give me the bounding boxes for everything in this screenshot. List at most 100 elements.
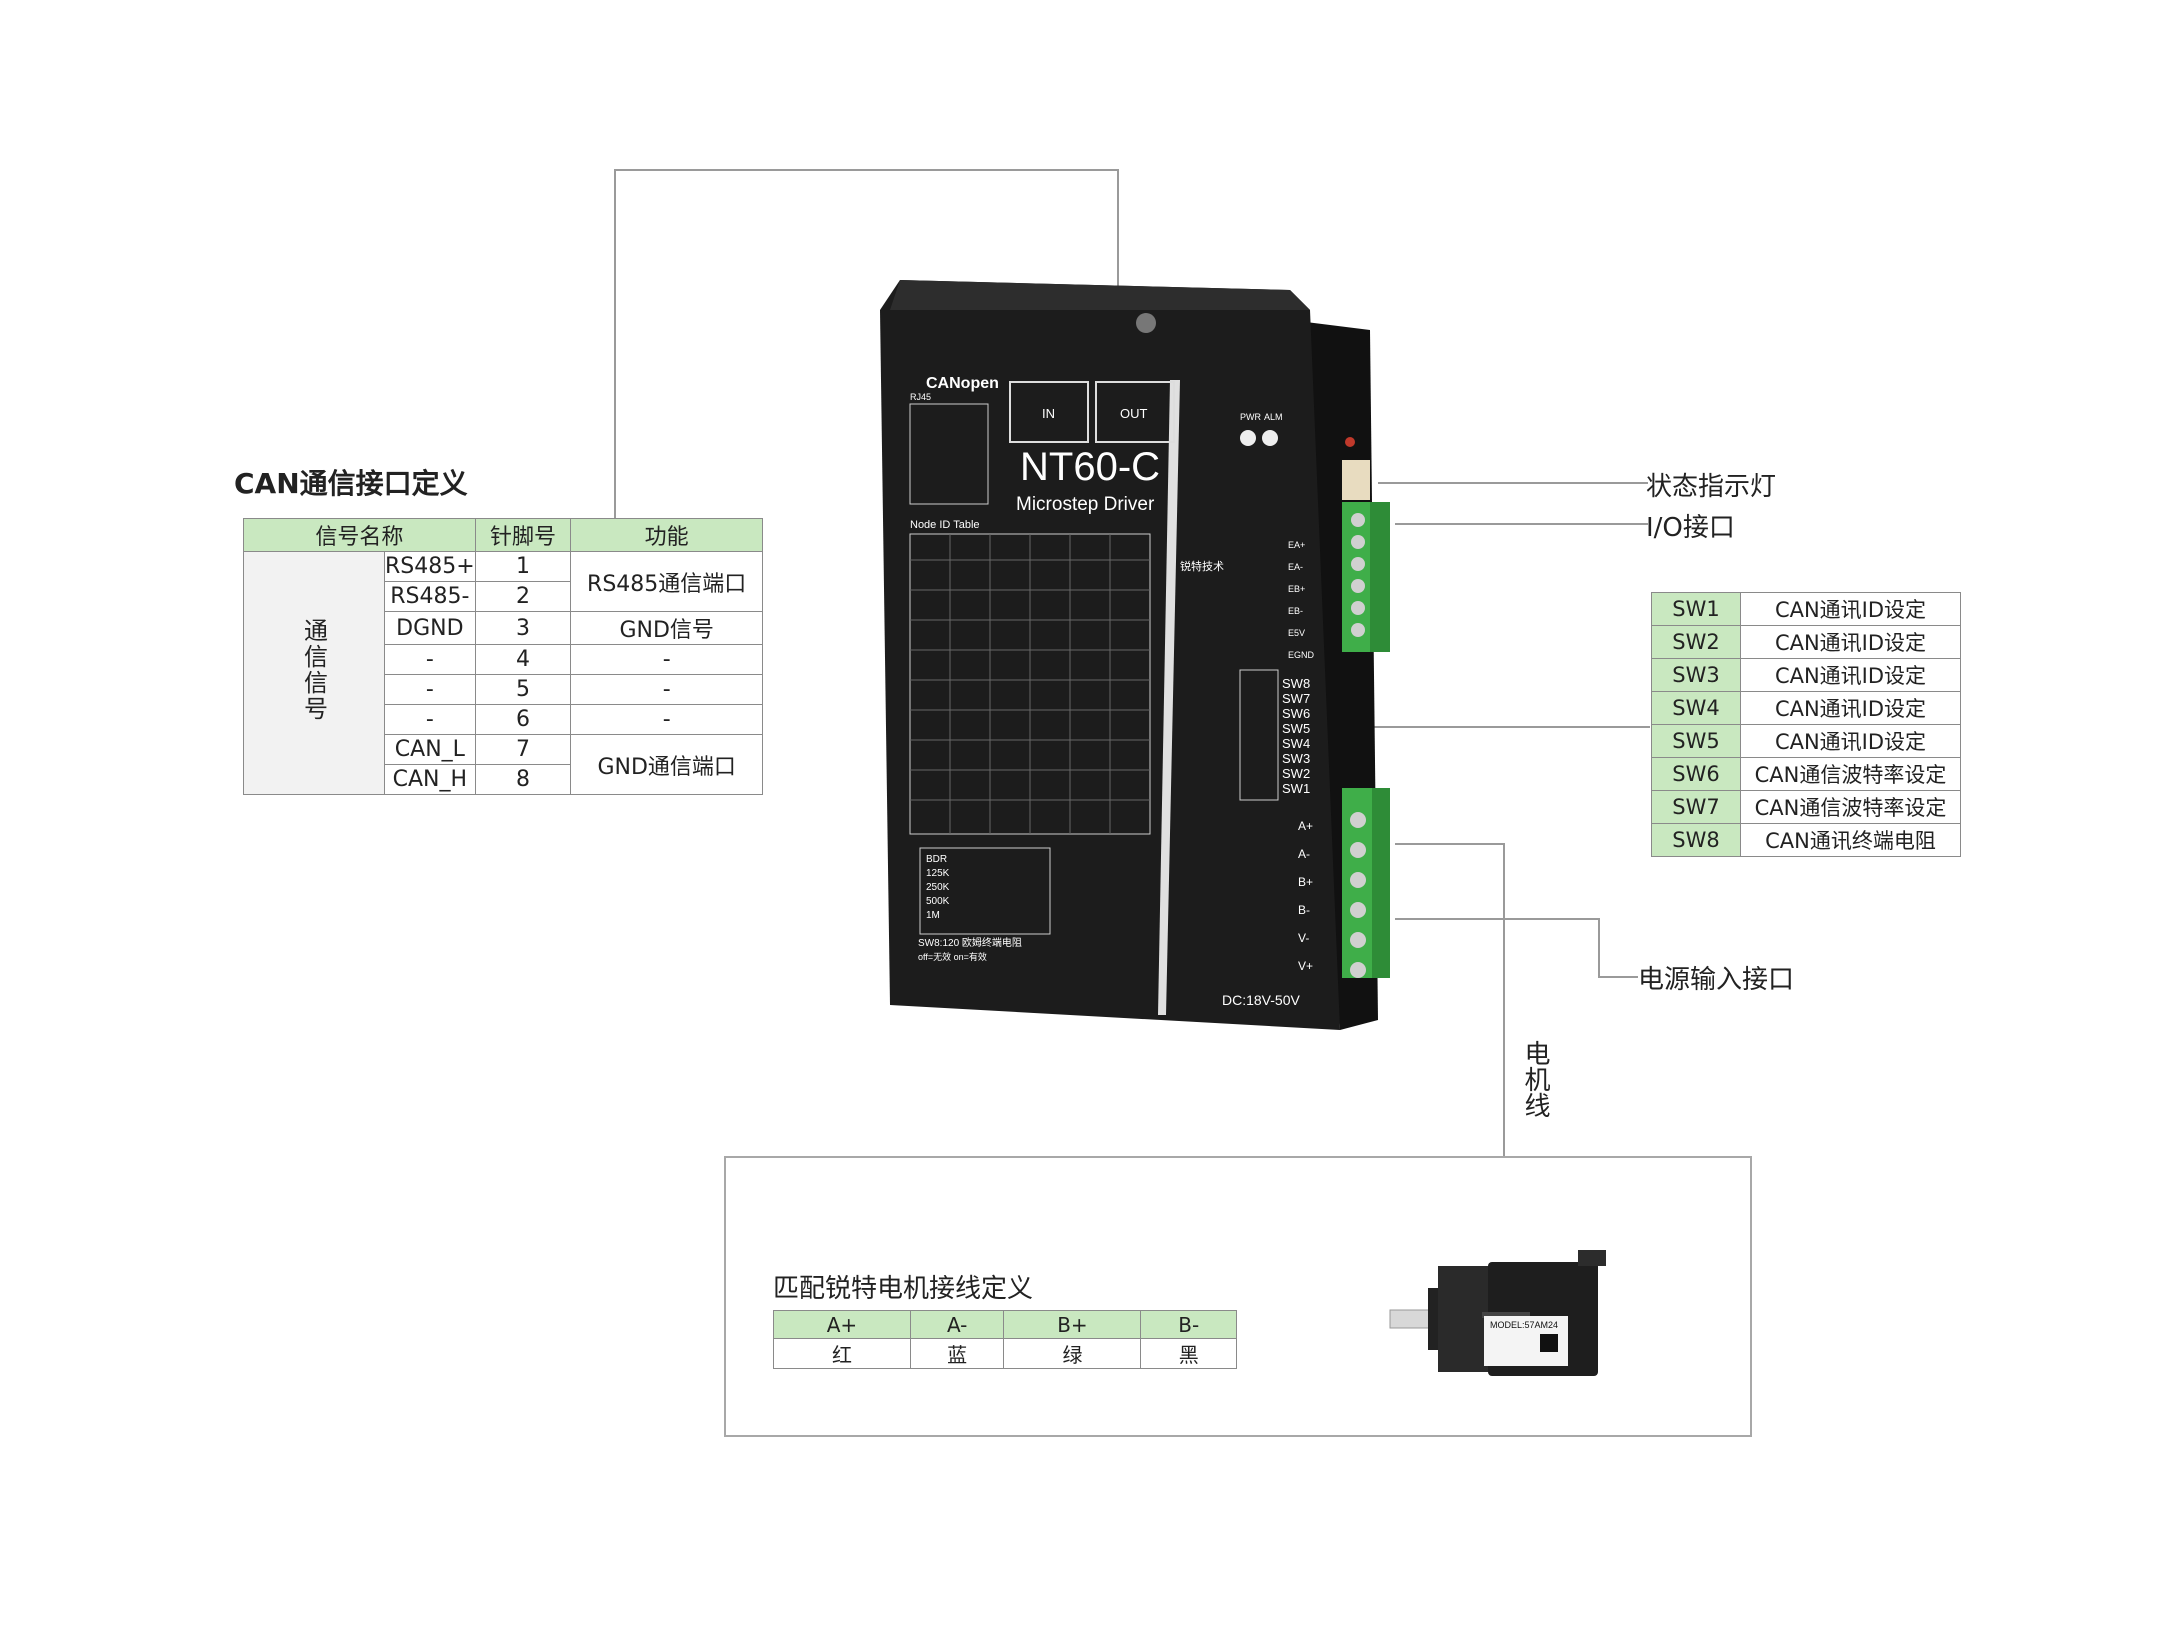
node-table-label: Node ID Table xyxy=(910,519,980,531)
sw-desc: CAN通信波特率设定 xyxy=(1740,757,1961,791)
pin-number: 7 xyxy=(474,734,572,765)
driver-model: NT60-C xyxy=(1020,445,1160,489)
alm-label: ALM xyxy=(1264,412,1283,422)
power-pin-label: V+ xyxy=(1298,959,1313,973)
driver-stripe xyxy=(1158,380,1180,1015)
pin-number: 6 xyxy=(474,704,572,735)
sw-desc: CAN通讯ID设定 xyxy=(1740,691,1961,725)
pin-number: 5 xyxy=(474,674,572,705)
power-pin-label: A- xyxy=(1298,847,1310,861)
pin-number: 1 xyxy=(474,551,572,582)
io-terminal-block[interactable] xyxy=(1342,502,1390,652)
function-cell: - xyxy=(570,704,763,735)
pin-number: 3 xyxy=(474,611,572,645)
can-pin-table: 信号名称 针脚号 功能 通信信号 RS485+ 1 RS485通信端口 RS48… xyxy=(243,518,763,795)
pwr-label: PWR xyxy=(1240,412,1261,422)
connector-line xyxy=(1117,169,1119,369)
sw-key: SW4 xyxy=(1651,691,1741,725)
port-out-label: OUT xyxy=(1120,406,1148,421)
table-row: DGND 3 GND信号 xyxy=(244,611,763,645)
connector-line xyxy=(1598,976,1638,978)
sw8-note2: off=无效 on=有效 xyxy=(918,951,987,962)
sw-key: SW6 xyxy=(1651,757,1741,791)
pwr-led-icon xyxy=(1240,430,1256,446)
power-pin-label: B+ xyxy=(1298,875,1313,889)
header-function: 功能 xyxy=(570,518,763,552)
sw-label: SW1 xyxy=(1282,781,1310,796)
alm-led-icon xyxy=(1262,430,1278,446)
sw-key: SW3 xyxy=(1651,658,1741,692)
connector-line xyxy=(1395,918,1600,920)
dip-switch[interactable] xyxy=(1239,669,1279,801)
io-pin-label: EGND xyxy=(1288,650,1315,660)
signal-name: DGND xyxy=(384,611,476,645)
motor-model-label: MODEL:57AM24 xyxy=(1490,1320,1558,1330)
screw-icon xyxy=(1136,313,1156,333)
motor-line-label: 电机线 xyxy=(1520,1040,1550,1118)
dip-switch-labels: SW8 SW7 SW6 SW5 SW4 SW3 SW2 SW1 xyxy=(1282,676,1310,796)
sw-key: SW2 xyxy=(1651,625,1741,659)
status-led-label: 状态指示灯 xyxy=(1646,472,1777,502)
function-cell: - xyxy=(570,644,763,675)
table-row: CAN_H 8 xyxy=(244,764,763,795)
header-pin: 针脚号 xyxy=(474,518,572,552)
sw-desc: CAN通讯ID设定 xyxy=(1740,625,1961,659)
side-label: 通信信号 xyxy=(299,618,328,722)
sw-label: SW2 xyxy=(1282,766,1310,781)
power-pin-label: A+ xyxy=(1298,819,1313,833)
sw-label: SW4 xyxy=(1282,736,1310,751)
table-header-row: A+ A- B+ B- xyxy=(773,1310,1237,1339)
sw-label: SW3 xyxy=(1282,751,1310,766)
sw-label: SW8 xyxy=(1282,676,1310,691)
power-input-label: 电源输入接口 xyxy=(1638,965,1795,995)
dc-voltage-label: DC:18V-50V xyxy=(1222,992,1300,1008)
sw-desc: CAN通讯ID设定 xyxy=(1740,658,1961,692)
status-led-connector xyxy=(1342,460,1370,500)
baud-table xyxy=(919,847,1051,935)
baud-header: BDR xyxy=(926,854,947,865)
table-row: - 6 - xyxy=(244,704,763,735)
pin-number: 8 xyxy=(474,764,572,795)
wire-header: B- xyxy=(1140,1310,1237,1339)
wire-header: B+ xyxy=(1003,1310,1142,1339)
connector-line xyxy=(614,169,616,524)
sw-key: SW7 xyxy=(1651,790,1741,824)
power-pin-label: V- xyxy=(1298,931,1309,945)
table-header-row: 信号名称 针脚号 功能 xyxy=(243,518,763,552)
function-cell: - xyxy=(570,674,763,705)
baud-row: 500K xyxy=(926,896,950,907)
sw-desc: CAN通讯ID设定 xyxy=(1740,724,1961,758)
motor-flange xyxy=(1428,1288,1440,1350)
function-cell: GND通信端口 xyxy=(570,734,763,795)
wire-header: A- xyxy=(909,1310,1005,1339)
baud-row: 1M xyxy=(926,910,940,921)
table-row: 通信信号 RS485+ 1 RS485通信端口 xyxy=(243,551,763,795)
wire-color: 绿 xyxy=(1003,1338,1142,1369)
wire-color: 黑 xyxy=(1140,1338,1237,1369)
io-pin-label: E5V xyxy=(1288,628,1305,638)
header-signal-name: 信号名称 xyxy=(243,518,476,552)
driver-image: IN OUT CANopen RJ45 NT60-C Microstep Dri… xyxy=(880,280,1390,1030)
io-port-label: I/O接口 xyxy=(1646,513,1735,543)
io-pin-label: EB- xyxy=(1288,606,1303,616)
node-id-grid xyxy=(910,534,1150,834)
rj45-out-port xyxy=(1095,381,1175,443)
table-row: RS485- 2 xyxy=(244,581,763,612)
connector-line xyxy=(1598,918,1600,976)
sw8-note: SW8:120 欧姆终端电阻 xyxy=(918,936,1022,949)
power-terminal-block[interactable] xyxy=(1342,788,1390,978)
connector-line xyxy=(1370,726,1650,728)
connector-line xyxy=(1395,843,1505,845)
motor-ridge xyxy=(1482,1312,1530,1318)
sw-key: SW1 xyxy=(1651,592,1741,626)
rj45-pin-table xyxy=(909,403,989,505)
motor-body-front xyxy=(1438,1266,1490,1372)
